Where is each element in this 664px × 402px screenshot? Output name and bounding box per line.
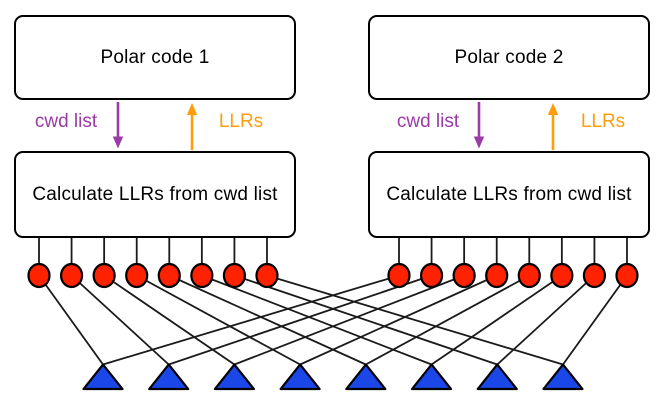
llrs-label-right: LLRs [580, 111, 626, 132]
llrs-arrow-left-head [186, 103, 198, 115]
polar-code-2-box: Polar code 2 [368, 15, 650, 100]
calculate-llrs-label-left: Calculate LLRs from cwd list [32, 183, 278, 205]
cwd-list-label-right: cwd list [396, 111, 460, 132]
polar-code-2-label: Polar code 2 [454, 46, 564, 68]
codeword-bit-node [582, 262, 607, 289]
llrs-label-left: LLRs [218, 111, 264, 132]
channel-symbol-node [476, 363, 518, 391]
codeword-bit-node [517, 262, 541, 289]
interleaver-edge [70, 274, 170, 366]
codeword-bit-node [190, 262, 214, 289]
channel-symbol-node [148, 363, 190, 391]
codeword-bit-node [452, 262, 476, 289]
channel-symbol-node [213, 363, 256, 391]
codeword-bit-node [419, 262, 444, 289]
interleaver-edge [168, 274, 432, 366]
interleaver-edge [431, 274, 563, 366]
llrs-arrow-right-head [547, 103, 559, 115]
calculate-llrs-box-right: Calculate LLRs from cwd list [368, 151, 650, 238]
channel-symbol-node [410, 363, 453, 391]
polar-code-1-label: Polar code 1 [100, 46, 210, 68]
channel-symbol-node [82, 363, 124, 391]
interleaver-edge [38, 274, 104, 366]
codeword-bit-node [387, 262, 411, 289]
codeword-bit-node [92, 262, 116, 289]
cwd-list-label-left: cwd list [34, 111, 98, 132]
interleaver-edge [562, 274, 628, 366]
calculate-llrs-label-right: Calculate LLRs from cwd list [386, 183, 632, 205]
polar-code-1-box: Polar code 1 [14, 15, 296, 100]
interleaver-edge [102, 274, 400, 366]
channel-symbol-node [542, 363, 584, 391]
interleaver-edge [299, 274, 498, 366]
codeword-bit-node [550, 262, 574, 289]
channel-symbol-node [279, 363, 321, 391]
interleaver-edge [234, 274, 465, 366]
channel-symbol-node [345, 363, 387, 391]
interleaver-edge [365, 274, 530, 366]
calculate-llrs-box-left: Calculate LLRs from cwd list [14, 151, 296, 238]
codeword-bit-node [255, 262, 279, 289]
codeword-bit-node [485, 262, 509, 289]
interleaver-edge [103, 274, 235, 366]
codeword-bit-node [157, 262, 181, 289]
codeword-bit-node [615, 262, 639, 289]
codeword-bit-node [59, 262, 84, 289]
interleaver-edge [496, 274, 596, 366]
cwd-list-arrow-left-head [112, 136, 124, 149]
interleaver-edge [266, 274, 564, 366]
codeword-bit-node [27, 262, 51, 289]
cwd-list-arrow-right-head [473, 136, 485, 149]
codeword-bit-node [125, 262, 149, 289]
codeword-bit-node [222, 262, 247, 289]
